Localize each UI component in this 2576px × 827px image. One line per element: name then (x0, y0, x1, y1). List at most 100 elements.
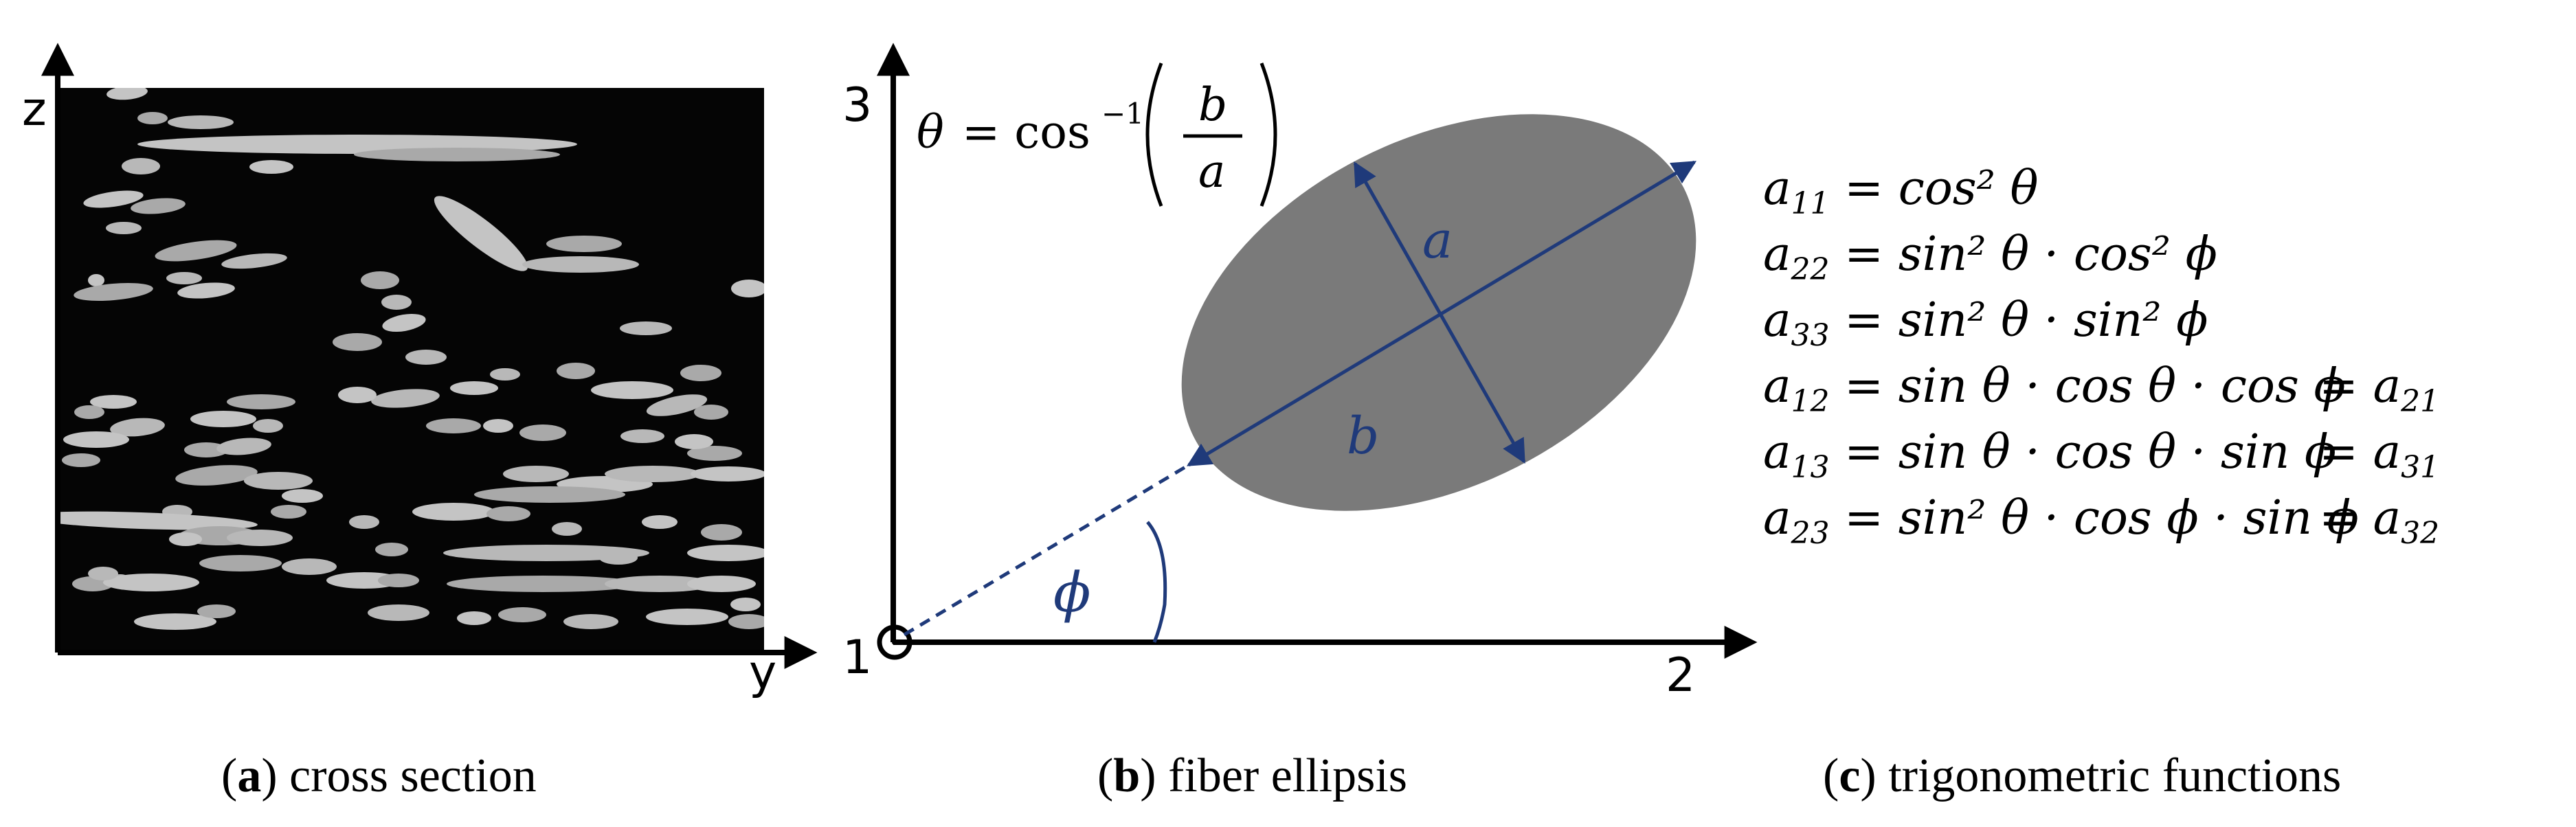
fiber-cross-section (728, 614, 764, 629)
fiber-cross-section (175, 465, 258, 486)
fiber-cross-section (227, 394, 295, 409)
fiber-cross-section (368, 604, 429, 621)
fiber-cross-section (605, 466, 701, 482)
fiber-cross-section (338, 387, 377, 403)
fiber-cross-section (646, 609, 728, 625)
equation-lhs-subscript: 13 (1791, 450, 1830, 485)
equation-lhs-subscript: 33 (1791, 318, 1830, 353)
fiber-cross-section (486, 506, 530, 521)
fiber-cross-section (434, 196, 528, 271)
theta-equals-cos: = cos (962, 106, 1090, 159)
equation-symmetric-13: = a31 (2319, 425, 2439, 485)
z-axis-label: z (22, 82, 47, 137)
fiber-cross-section (88, 567, 118, 580)
equation-lhs: a (1763, 359, 1791, 414)
caption-b-text: fiber ellipsis (1168, 749, 1407, 802)
fiber-cross-section (375, 543, 408, 556)
caption-b: (b) fiber ellipsis (1097, 749, 1407, 802)
fiber-cross-section (599, 551, 638, 565)
fiber-cross-section (557, 363, 595, 379)
fiber-cross-section (134, 613, 216, 630)
equation-lhs: a (1763, 491, 1791, 545)
minor-axis-arrow (1353, 161, 1526, 464)
caption-c-text: trigonometric functions (1888, 749, 2341, 802)
fiber-cross-section (62, 453, 100, 467)
panel-b: 3 2 1 θ = cos −1 b a a b ϕ (842, 43, 1758, 802)
fiber-cross-section (155, 240, 237, 262)
fiber-cross-section (169, 532, 202, 546)
fiber-cross-section (412, 503, 495, 521)
fiber-cross-section (244, 472, 313, 490)
fiber-cross-section (447, 576, 639, 592)
fiber-cross-section (107, 88, 148, 100)
fiber-cross-section (74, 283, 153, 301)
fiber-cross-section (694, 405, 728, 420)
theta-exponent: −1 (1101, 97, 1144, 131)
fiber-cross-section (563, 614, 618, 629)
fiber-cross-section (216, 438, 271, 455)
fiber-cross-section (282, 558, 337, 575)
fiber-cross-section (519, 424, 566, 441)
equation-lhs: a (1763, 293, 1791, 348)
axis-1-label: 1 (842, 631, 872, 685)
fiber-cross-section (691, 466, 764, 482)
equation-rhs: = sin² θ · sin² ϕ (1830, 293, 2208, 348)
fiber-cross-section (730, 598, 761, 611)
equation-rhs: = sin θ · cos θ · sin ϕ (1830, 425, 2337, 479)
fiber-cross-section (58, 511, 258, 530)
equation-lhs: a (1763, 227, 1791, 282)
fiber-cross-section (106, 222, 142, 234)
panel-a: z y (a) cross section (22, 43, 818, 802)
caption-a-text: cross section (289, 749, 537, 802)
fiber-cross-section (349, 515, 379, 529)
fiber-cross-section (483, 419, 513, 433)
fiber-cross-section (381, 295, 412, 310)
fiber-cross-section (498, 607, 546, 622)
fiber-cross-section (687, 576, 756, 592)
label-b: b (1347, 407, 1379, 466)
equation-rhs: = sin² θ · cos ϕ · sin ϕ (1830, 491, 2359, 545)
fiber-cross-section (546, 236, 622, 252)
fiber-cross-section (522, 256, 639, 273)
fiber-cross-section (110, 418, 165, 437)
fiber-cross-section (642, 515, 677, 529)
equation-symmetric-23: = a32 (2319, 491, 2439, 551)
micrograph-background (58, 88, 764, 653)
fiber-cross-section (271, 505, 306, 519)
fiber-cross-section (103, 574, 199, 591)
fiber-cross-section (221, 253, 287, 269)
caption-a: (a) cross section (221, 749, 537, 802)
caption-a-letter: a (237, 749, 261, 802)
fiber-cross-section (620, 429, 664, 443)
fiber-cross-section (199, 555, 282, 571)
equation-lhs-subscript: 12 (1791, 384, 1830, 419)
caption-c-letter: c (1839, 749, 1860, 802)
fiber-cross-section (620, 321, 672, 335)
equation-lhs: a (1763, 425, 1791, 479)
fiber-cross-section (378, 574, 419, 587)
axis-1-origin-icon (877, 624, 912, 660)
fiber-cross-section (253, 419, 283, 433)
projection-dashed-line (903, 463, 1190, 637)
phi-angle-arc (1146, 521, 1167, 643)
fiber-cross-section (646, 394, 708, 416)
fiber-cross-section (731, 280, 764, 297)
micrograph-fibers (58, 88, 764, 630)
y-axis-label: y (749, 646, 776, 700)
fiber-cross-section (184, 442, 228, 457)
fiber-cross-section (190, 411, 256, 427)
fiber-cross-section (88, 274, 104, 286)
equation-lhs-subscript: 22 (1791, 252, 1830, 287)
fiber-cross-section (74, 405, 104, 419)
equation-rhs: = cos² θ (1830, 161, 2039, 216)
equation-rhs: = sin² θ · cos² ϕ (1830, 227, 2217, 282)
fiber-cross-section (490, 368, 520, 381)
fraction-denominator: a (1198, 145, 1225, 198)
fiber-cross-section (83, 190, 144, 208)
fiber-cross-section (354, 148, 560, 161)
label-a: a (1422, 211, 1453, 270)
fiber-cross-section (122, 158, 160, 174)
fiber-cross-section (361, 271, 399, 289)
fiber-cross-section (552, 522, 582, 536)
